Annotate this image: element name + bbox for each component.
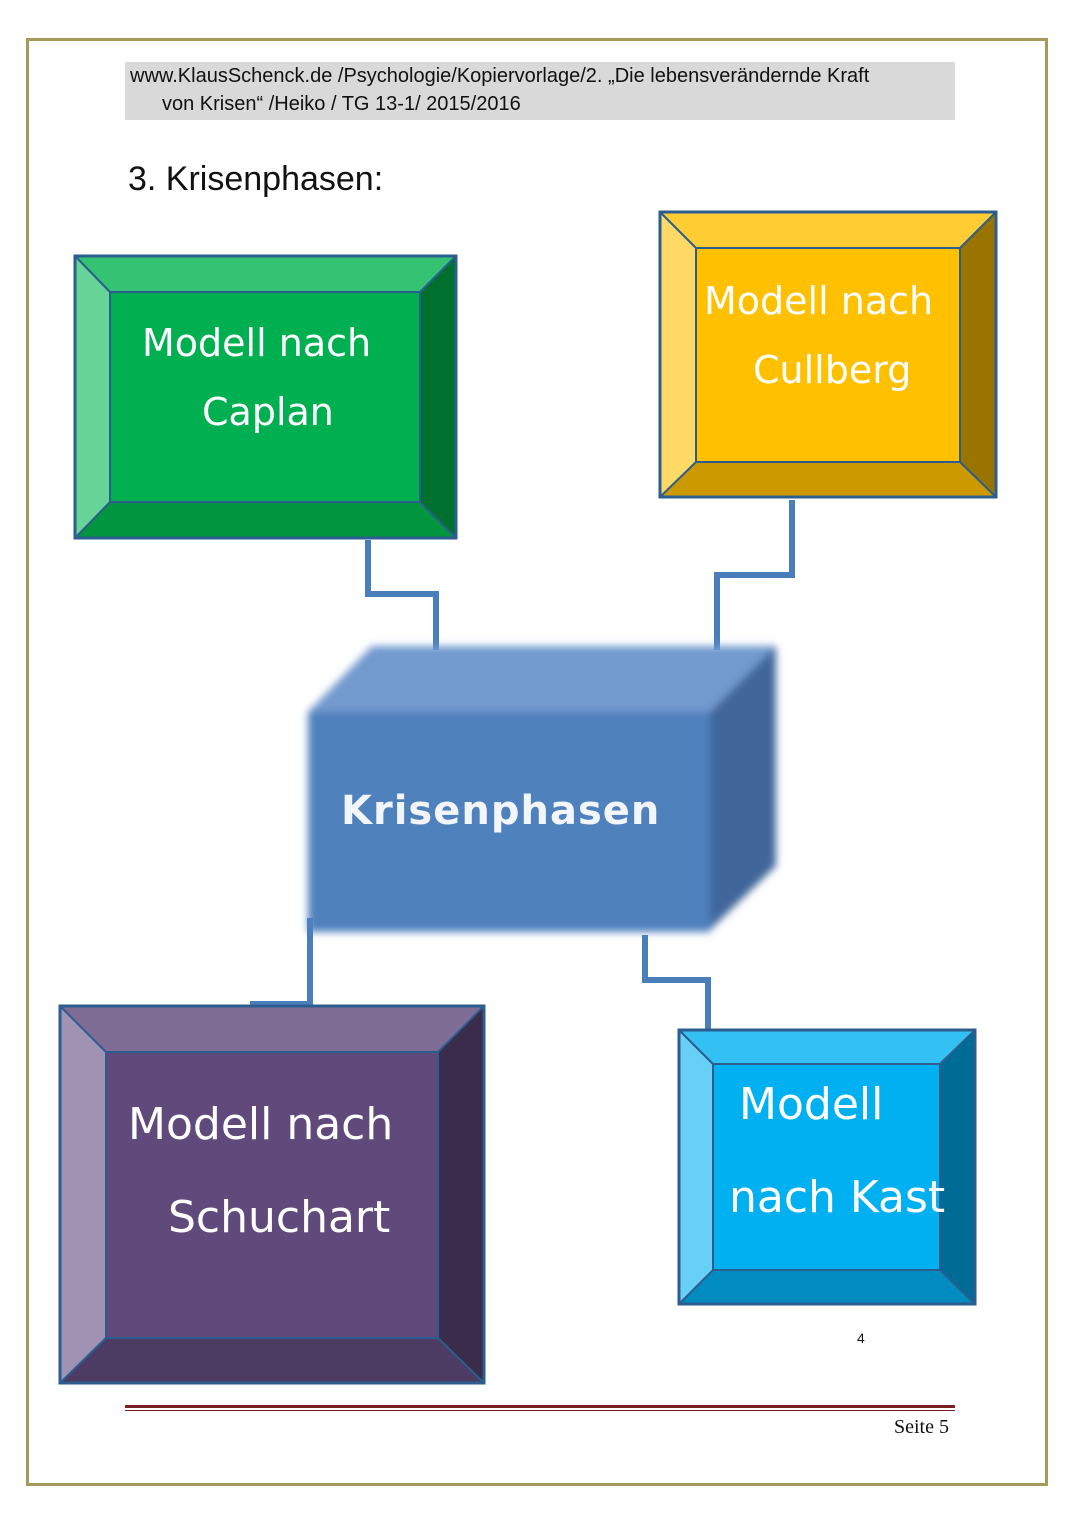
- header-banner: [125, 62, 955, 120]
- box-schuchart: [58, 1004, 486, 1385]
- section-title: 3. Krisenphasen:: [128, 160, 384, 198]
- header-line-1: www.KlausSchenck.de /Psychologie/Kopierv…: [130, 65, 870, 87]
- center-label: Krisenphasen: [341, 788, 661, 834]
- cullberg-line-2: Cullberg: [753, 348, 912, 392]
- connector-kast: [642, 935, 711, 1030]
- box-cullberg: [658, 210, 998, 499]
- kast-line-1: Modell: [739, 1079, 884, 1130]
- center-cube: [308, 646, 776, 932]
- kast-line-2: nach Kast: [729, 1172, 946, 1223]
- box-caplan: [73, 254, 458, 540]
- footer-rule: [125, 1405, 955, 1413]
- header-line-2: von Krisen“ /Heiko / TG 13-1/ 2015/2016: [162, 93, 521, 115]
- box-kast: [677, 1028, 977, 1306]
- connector-schuchart: [250, 918, 313, 1007]
- connector-caplan: [365, 540, 439, 650]
- page-border: [26, 38, 1048, 1486]
- page-number-label: Seite 5: [894, 1416, 949, 1438]
- small-page-number: 4: [857, 1330, 865, 1346]
- schuchart-line-2: Schuchart: [168, 1192, 391, 1243]
- schuchart-line-1: Modell nach: [128, 1099, 394, 1150]
- caplan-line-2: Caplan: [202, 390, 334, 434]
- connectors: [250, 500, 795, 1030]
- cullberg-line-1: Modell nach: [704, 279, 934, 323]
- caplan-line-1: Modell nach: [142, 321, 372, 365]
- connector-cullberg: [714, 500, 795, 650]
